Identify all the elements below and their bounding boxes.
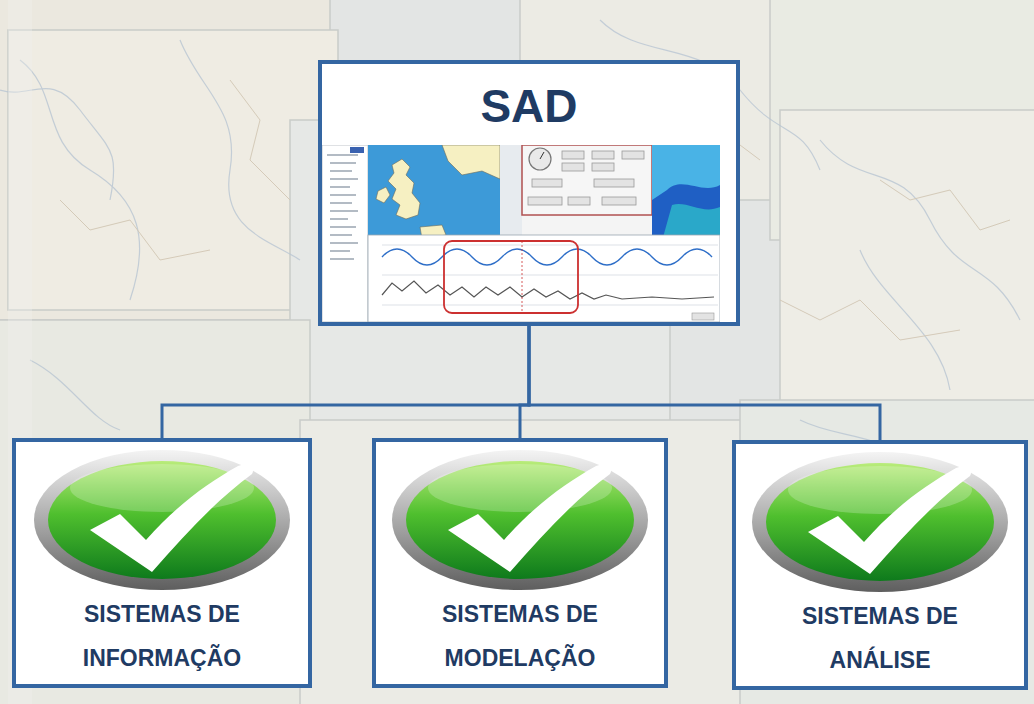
system-title: SAD [322,78,736,134]
check-icon [734,446,1026,596]
subsystem-box: SISTEMAS DE ANÁLISE [732,440,1028,690]
check-icon [374,444,666,594]
subsystem-label: SISTEMAS DE MODELAÇÃO [402,592,638,680]
system-box: SAD [318,60,740,326]
software-screenshot [322,145,720,322]
tree-connector [162,326,529,438]
check-icon [16,444,308,594]
subsystem-label: SISTEMAS DE ANÁLISE [762,594,998,682]
subsystem-box: SISTEMAS DE MODELAÇÃO [372,438,668,688]
tree-connector [529,326,880,440]
subsystem-label: SISTEMAS DE INFORMAÇÃO [44,592,280,680]
subsystem-box: SISTEMAS DE INFORMAÇÃO [12,438,312,688]
